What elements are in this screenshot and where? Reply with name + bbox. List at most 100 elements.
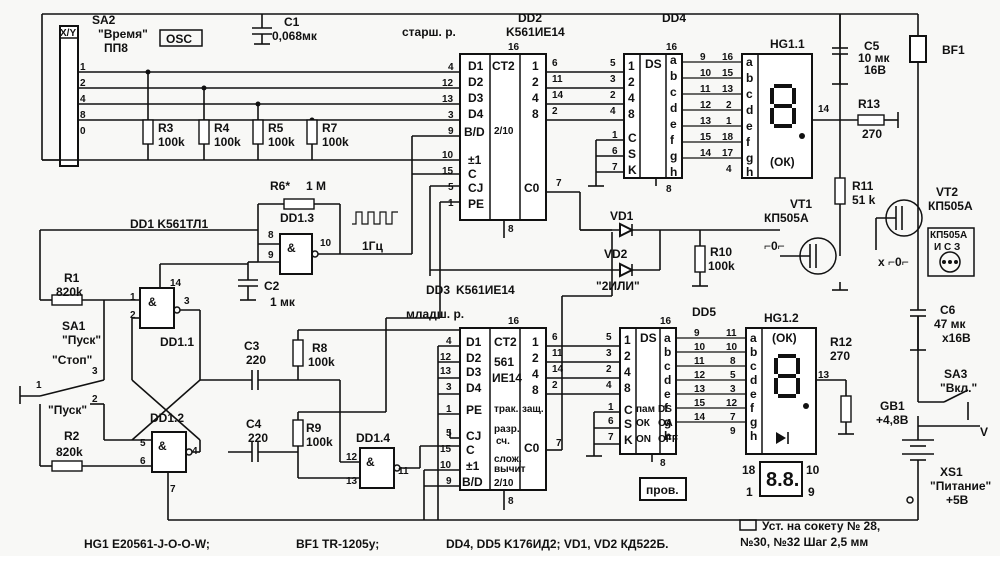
sa1-pin-3: 3 <box>92 366 98 377</box>
dd3-pin-10: 10 <box>440 460 452 471</box>
c4-value: 220 <box>248 431 268 445</box>
r4-name: R4 <box>214 121 230 135</box>
c3-value: 220 <box>246 353 266 367</box>
dd5-in-4: 4 <box>624 365 631 379</box>
hg12-map-f: 12 <box>726 398 738 409</box>
sa1-mode: "Пуск" <box>62 333 101 347</box>
vt2-pulse: x ⌐0⌐ <box>878 255 909 269</box>
dd1-1-pin-1: 1 <box>130 292 136 303</box>
r11-name: R11 <box>852 179 874 193</box>
hg12-com-pin: 13 <box>818 370 830 381</box>
dd5-f4: ОА <box>658 418 673 429</box>
dd2-in-d4: D4 <box>468 107 484 121</box>
dd1-2-name: DD1.2 <box>150 411 184 425</box>
r11-value: 51 k <box>852 193 876 207</box>
test-button[interactable] <box>639 477 687 501</box>
dd2-mode: 2/10 <box>494 126 514 137</box>
dd3-pin-6: 6 <box>552 332 558 343</box>
sa1-pin-1: 1 <box>36 380 42 391</box>
dd5-pin-2: 2 <box>606 364 612 375</box>
dd3-pin-14: 14 <box>552 364 564 375</box>
hg11-ok: (ОК) <box>770 155 795 169</box>
dd3-f6: вычит <box>494 464 526 475</box>
dd3-pin-13: 13 <box>440 366 452 377</box>
hg11-seg-h: h <box>746 165 753 179</box>
hg11-display <box>741 53 813 179</box>
hg11-seg-d: d <box>746 103 753 117</box>
power-v: V <box>980 425 988 439</box>
dd4-in-k: K <box>628 163 637 177</box>
dd2-pin-2: 2 <box>552 106 558 117</box>
hg11-map-a: 16 <box>722 52 734 63</box>
dd5-out-d: d <box>664 373 671 387</box>
dd2-in-d2: D2 <box>468 75 484 89</box>
sa3-mode: "Вкл." <box>940 381 977 395</box>
dd4-in-4: 4 <box>628 91 635 105</box>
vd2-name: VD2 <box>604 247 628 261</box>
r9-name: R9 <box>306 421 322 435</box>
hg11-seg-f: f <box>746 135 751 149</box>
r8-resistor <box>292 339 304 367</box>
dd3-gnd-pin: 8 <box>508 496 514 507</box>
vt1-pulse: ⌐0⌐ <box>764 239 785 253</box>
footer-socket: Уст. на сокету № 28, <box>762 519 880 533</box>
dd3-pin-1: 1 <box>446 404 452 415</box>
dd2-chip-type: K561ИЕ14 <box>506 25 565 39</box>
osc-label: OSC <box>166 32 192 46</box>
c1-name: C1 <box>284 15 300 29</box>
dd4-pin-6: 6 <box>612 146 618 157</box>
sa1-stop: "Стоп" <box>52 353 92 367</box>
dd5-opin-10: 10 <box>694 342 706 353</box>
dd1-3-gate <box>279 233 313 275</box>
dd1-4-pin-12: 12 <box>346 452 358 463</box>
dd4-in-1: 1 <box>628 59 635 73</box>
dd5-f3: ОК <box>636 418 651 429</box>
dd2-pin-3: 3 <box>448 110 454 121</box>
r6-resistor <box>283 198 315 210</box>
dd3-co: C0 <box>524 441 540 455</box>
vt2-name: VT2 <box>936 185 958 199</box>
sa2-pin-0: 0 <box>80 126 86 137</box>
dd5-to-hg12-bus <box>676 337 746 423</box>
dd3-pin-2: 2 <box>552 380 558 391</box>
dd5-out-g: g <box>664 415 671 429</box>
dd1-1-pin-2: 2 <box>130 310 136 321</box>
dd2-pin-11: 11 <box>552 74 563 85</box>
dd2-in-pe: PE <box>468 197 484 211</box>
dd1-3-name: DD1.3 <box>280 211 314 225</box>
dd2-in-c: C <box>468 167 477 181</box>
dd4-opin-12: 12 <box>700 100 712 111</box>
dd5-name: DD5 <box>692 305 716 319</box>
dd4-in-8: 8 <box>628 107 635 121</box>
dd2-ct: CT2 <box>492 59 515 73</box>
dd4-in-s: S <box>628 147 636 161</box>
dd3-name: DD3 <box>426 283 450 297</box>
dd5-out-b: b <box>664 345 671 359</box>
c1-value: 0,068мк <box>272 29 318 43</box>
dd5-chip <box>619 327 677 455</box>
sa2-pin-1: 1 <box>80 62 86 73</box>
dd1-4-amp: & <box>366 455 375 469</box>
dd1-2-pin-6: 6 <box>140 456 146 467</box>
dd3-pin-12: 12 <box>440 352 452 363</box>
r13-value: 270 <box>862 127 882 141</box>
dd1-1-pin-3: 3 <box>184 296 190 307</box>
dd4-opin-9: 9 <box>700 52 706 63</box>
dd3-ct2: 561 <box>494 355 514 369</box>
c6-value: 47 мк <box>934 317 967 331</box>
c2-name: C2 <box>264 279 280 293</box>
disp-10: 10 <box>806 463 820 477</box>
sa1-name: SA1 <box>62 319 86 333</box>
xs1-name: XS1 <box>940 465 963 479</box>
dd5-out-e: e <box>664 387 671 401</box>
hg12-seven-segment <box>774 354 809 409</box>
dd5-opin-12: 12 <box>694 370 706 381</box>
dd2-pin-12: 12 <box>442 78 454 89</box>
dd2-vcc-pin: 16 <box>508 42 520 53</box>
hg12-map-c: 8 <box>730 356 736 367</box>
dd1-2-gate <box>151 431 187 473</box>
hg12-seg-d: d <box>750 373 757 387</box>
c4-name: C4 <box>246 417 262 431</box>
dd5-opin-13: 13 <box>694 384 706 395</box>
dd3-in-pe: PE <box>466 403 482 417</box>
